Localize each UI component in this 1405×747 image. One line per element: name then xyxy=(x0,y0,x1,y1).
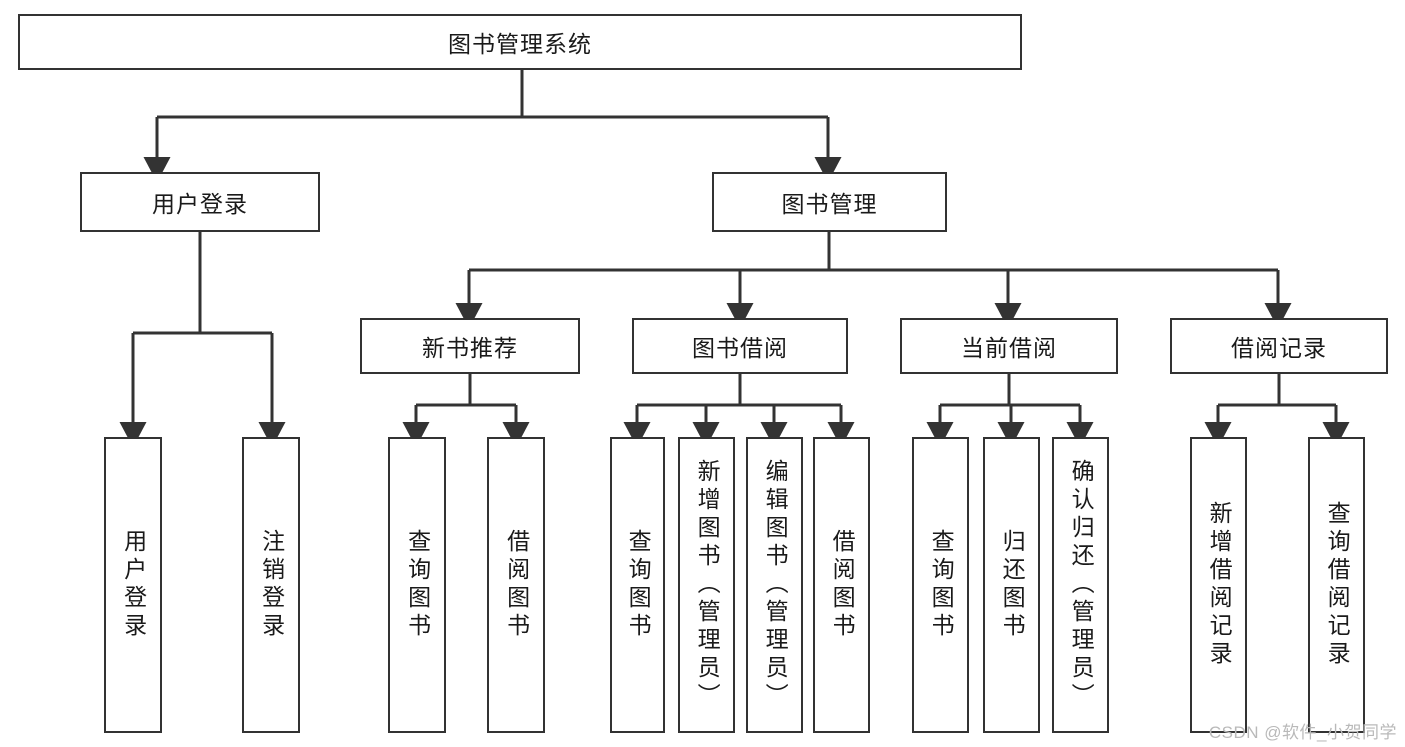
node-label: 查询图书 xyxy=(625,529,652,641)
leaf-return-book[interactable]: 归还图书 xyxy=(983,437,1040,733)
node-label: 新增借阅记录 xyxy=(1206,501,1233,669)
leaf-query-borrow-record[interactable]: 查询借阅记录 xyxy=(1308,437,1365,733)
node-label: 图书借阅 xyxy=(692,335,788,361)
leaf-add-book-admin[interactable]: 新增图书（管理员） xyxy=(678,437,735,733)
node-label: 图书管理 xyxy=(781,191,878,217)
leaf-user-logout[interactable]: 注销登录 xyxy=(242,437,300,733)
node-book-management[interactable]: 图书管理 xyxy=(712,172,947,232)
leaf-edit-book-admin[interactable]: 编辑图书（管理员） xyxy=(746,437,803,733)
node-current-borrowing[interactable]: 当前借阅 xyxy=(900,318,1118,374)
leaf-borrow-book[interactable]: 借阅图书 xyxy=(813,437,870,733)
leaf-query-book-recommendation[interactable]: 查询图书 xyxy=(388,437,446,733)
node-label: 借阅图书 xyxy=(829,529,856,641)
leaf-query-book-borrow[interactable]: 查询图书 xyxy=(610,437,665,733)
leaf-add-borrow-record[interactable]: 新增借阅记录 xyxy=(1190,437,1247,733)
node-book-borrowing[interactable]: 图书借阅 xyxy=(632,318,848,374)
node-label: 新增图书（管理员） xyxy=(694,459,721,711)
leaf-user-login[interactable]: 用户登录 xyxy=(104,437,162,733)
node-label: 查询图书 xyxy=(404,529,431,641)
node-label: 借阅记录 xyxy=(1231,335,1327,361)
node-label: 查询图书 xyxy=(928,529,955,641)
node-label: 确认归还（管理员） xyxy=(1068,459,1095,711)
node-label: 查询借阅记录 xyxy=(1324,501,1351,669)
node-label: 当前借阅 xyxy=(961,335,1057,361)
leaf-confirm-return-admin[interactable]: 确认归还（管理员） xyxy=(1052,437,1109,733)
leaf-query-book-current[interactable]: 查询图书 xyxy=(912,437,969,733)
leaf-borrow-book-recommendation[interactable]: 借阅图书 xyxy=(487,437,545,733)
node-label: 编辑图书（管理员） xyxy=(762,459,789,711)
node-root-system[interactable]: 图书管理系统 xyxy=(18,14,1022,70)
node-label: 归还图书 xyxy=(999,529,1026,641)
csdn-watermark: CSDN @软件_小贺同学 xyxy=(1208,723,1397,742)
node-label: 注销登录 xyxy=(258,529,285,641)
node-borrow-records[interactable]: 借阅记录 xyxy=(1170,318,1388,374)
node-label: 新书推荐 xyxy=(422,335,518,361)
node-label: 用户登录 xyxy=(152,191,248,217)
node-new-book-recommendation[interactable]: 新书推荐 xyxy=(360,318,580,374)
node-label: 借阅图书 xyxy=(503,529,530,641)
node-label: 图书管理系统 xyxy=(448,31,592,57)
node-user-login[interactable]: 用户登录 xyxy=(80,172,320,232)
node-label: 用户登录 xyxy=(120,529,147,641)
